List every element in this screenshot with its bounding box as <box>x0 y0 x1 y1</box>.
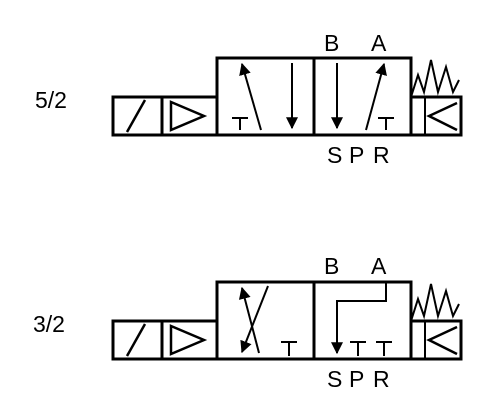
valve-label-3-2: 3/2 <box>33 311 65 337</box>
solenoid-actuator <box>111 319 219 361</box>
valve-5-2: 5/2 <box>35 56 463 137</box>
solenoid-actuator <box>111 95 219 137</box>
port-r-bottom-3-2: R <box>373 366 390 392</box>
valve-label-5-2: 5/2 <box>35 87 67 113</box>
valve-body-3-2 <box>215 280 413 361</box>
port-a-top-5-2: A <box>371 30 387 56</box>
spring-actuator <box>409 283 463 361</box>
port-a-top-3-2: A <box>371 253 387 279</box>
port-b-top-3-2: B <box>324 253 339 279</box>
port-s-bottom-3-2: S <box>327 366 342 392</box>
port-p-bottom-3-2: P <box>349 366 364 392</box>
port-p-bottom-5-2: P <box>349 142 364 168</box>
spring-actuator <box>409 59 463 137</box>
port-s-bottom-5-2: S <box>327 142 342 168</box>
valve-body-5-2 <box>215 56 413 137</box>
port-b-top-5-2: B <box>324 30 339 56</box>
port-r-bottom-5-2: R <box>373 142 390 168</box>
valve-3-2: 3/2 <box>33 280 463 361</box>
